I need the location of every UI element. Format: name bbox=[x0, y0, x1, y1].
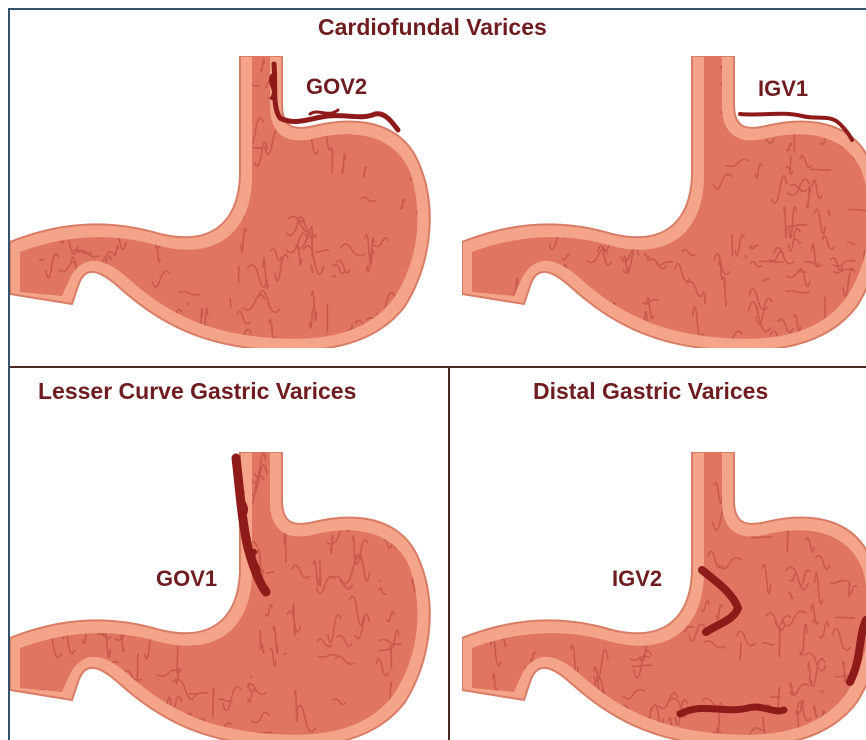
varix-vessel bbox=[310, 110, 338, 114]
stomach-illustration-gov1 bbox=[10, 452, 446, 740]
title-distal: Distal Gastric Varices bbox=[533, 378, 768, 405]
label-igv1: IGV1 bbox=[758, 76, 808, 102]
title-cardiofundal: Cardiofundal Varices bbox=[318, 14, 547, 41]
title-lesser-curve: Lesser Curve Gastric Varices bbox=[38, 378, 356, 405]
label-igv2: IGV2 bbox=[612, 566, 662, 592]
frame-top-border bbox=[8, 8, 866, 10]
label-gov1: GOV1 bbox=[156, 566, 217, 592]
stomach-lumen bbox=[472, 452, 866, 735]
stomach-lumen bbox=[20, 452, 417, 735]
horizontal-divider bbox=[10, 366, 866, 368]
vertical-divider bbox=[448, 368, 450, 740]
label-gov2: GOV2 bbox=[306, 74, 367, 100]
stomach-illustration-gov2 bbox=[10, 56, 446, 348]
stomach-illustration-igv2 bbox=[462, 452, 866, 740]
